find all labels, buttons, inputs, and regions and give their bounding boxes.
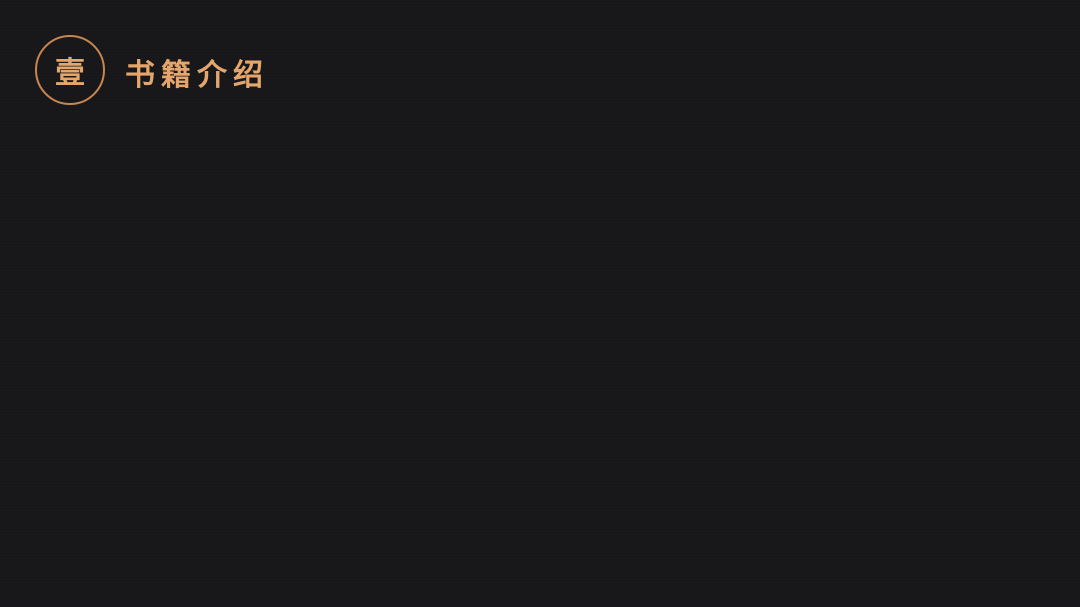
page-title: 书籍介绍 [125, 58, 269, 93]
section-number-badge: 壹 [35, 35, 105, 105]
